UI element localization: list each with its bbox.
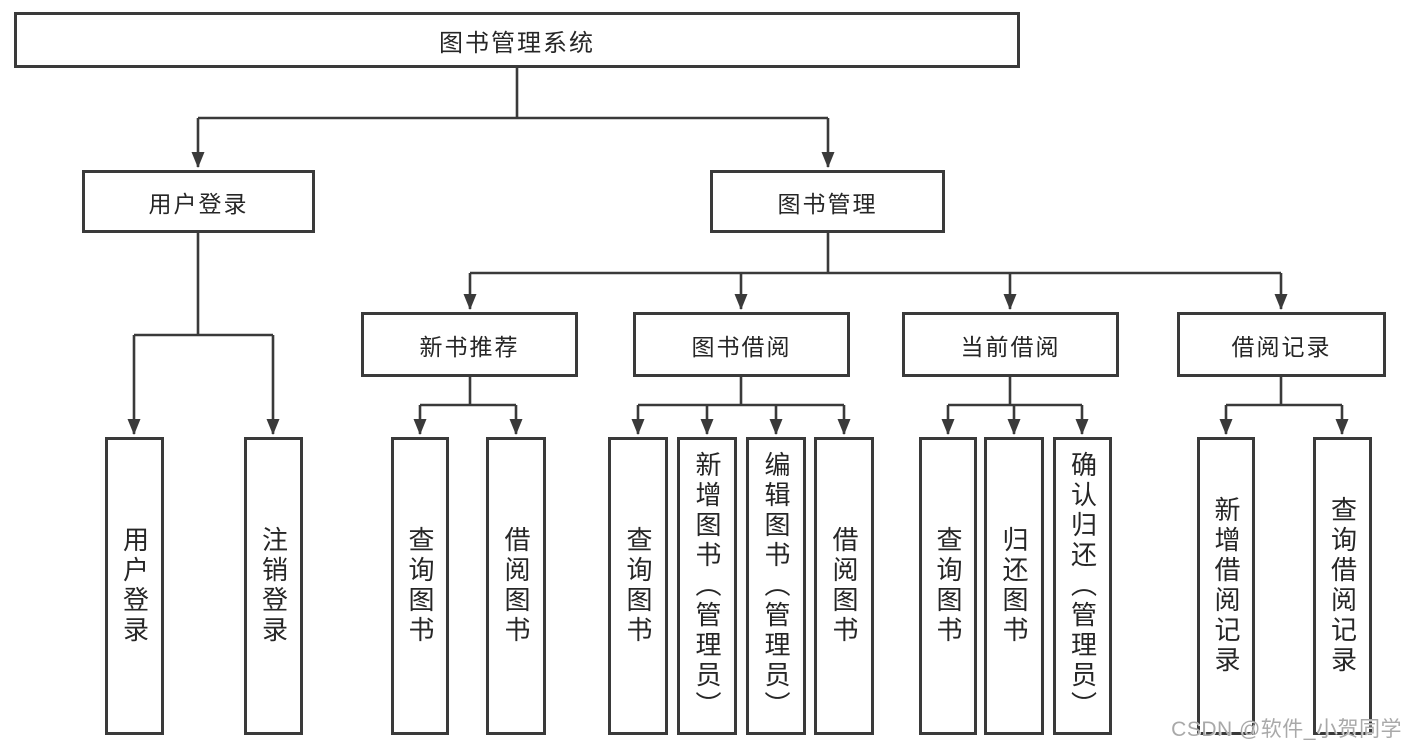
node-leaf-records-query: 查询借阅记录 <box>1313 437 1372 735</box>
node-label: 确认归还（管理员） <box>1067 451 1098 721</box>
node-leaf-borrowing-query: 查询图书 <box>608 437 668 735</box>
node-root-system: 图书管理系统 <box>14 12 1020 68</box>
node-label: 图书管理 <box>777 190 878 217</box>
node-label: 图书管理系统 <box>439 29 595 57</box>
node-label: 注销登录 <box>258 526 289 646</box>
node-label: 查询图书 <box>623 526 653 646</box>
node-label: 查询图书 <box>933 526 963 646</box>
node-leaf-current-confirm-admin: 确认归还（管理员） <box>1053 437 1112 735</box>
node-new-book-recommend: 新书推荐 <box>361 312 578 377</box>
node-label: 当前借阅 <box>960 333 1061 360</box>
node-book-borrowing: 图书借阅 <box>633 312 850 377</box>
connector-user-login-to-leaves <box>127 233 280 435</box>
node-leaf-borrowing-borrow: 借阅图书 <box>814 437 874 735</box>
node-label: 新书推荐 <box>419 333 520 360</box>
connector-borrowing-to-leaves <box>631 377 851 435</box>
node-label: 用户登录 <box>119 526 150 646</box>
node-leaf-records-add: 新增借阅记录 <box>1197 437 1255 735</box>
node-book-management: 图书管理 <box>710 170 945 233</box>
node-leaf-newbook-query: 查询图书 <box>391 437 449 735</box>
node-label: 编辑图书（管理员） <box>761 451 791 721</box>
node-label: 借阅记录 <box>1231 333 1332 360</box>
node-label: 归还图书 <box>999 526 1029 646</box>
node-leaf-current-return: 归还图书 <box>984 437 1044 735</box>
node-label: 新增图书（管理员） <box>692 451 722 721</box>
node-leaf-borrowing-edit-admin: 编辑图书（管理员） <box>746 437 806 735</box>
node-borrowing-records: 借阅记录 <box>1177 312 1386 377</box>
node-leaf-current-query: 查询图书 <box>919 437 977 735</box>
node-label: 借阅图书 <box>501 526 531 646</box>
node-leaf-user-login: 用户登录 <box>105 437 164 735</box>
node-label: 查询图书 <box>405 526 435 646</box>
connector-root-to-level2 <box>191 68 835 168</box>
node-label: 借阅图书 <box>829 526 859 646</box>
node-current-borrowing: 当前借阅 <box>902 312 1119 377</box>
connector-book-management-to-modules <box>463 233 1288 310</box>
node-leaf-borrowing-add-admin: 新增图书（管理员） <box>677 437 737 735</box>
watermark: CSDN @软件_小贺同学 <box>1171 718 1402 741</box>
connector-new-book-to-leaves <box>413 377 523 435</box>
connector-records-to-leaves <box>1219 377 1349 435</box>
connector-current-to-leaves <box>941 377 1089 435</box>
node-label: 查询借阅记录 <box>1327 496 1358 676</box>
node-user-login: 用户登录 <box>82 170 315 233</box>
node-leaf-newbook-borrow: 借阅图书 <box>486 437 546 735</box>
node-label: 图书借阅 <box>691 333 792 360</box>
node-label: 新增借阅记录 <box>1211 496 1241 676</box>
node-label: 用户登录 <box>148 190 249 217</box>
node-leaf-logout: 注销登录 <box>244 437 303 735</box>
